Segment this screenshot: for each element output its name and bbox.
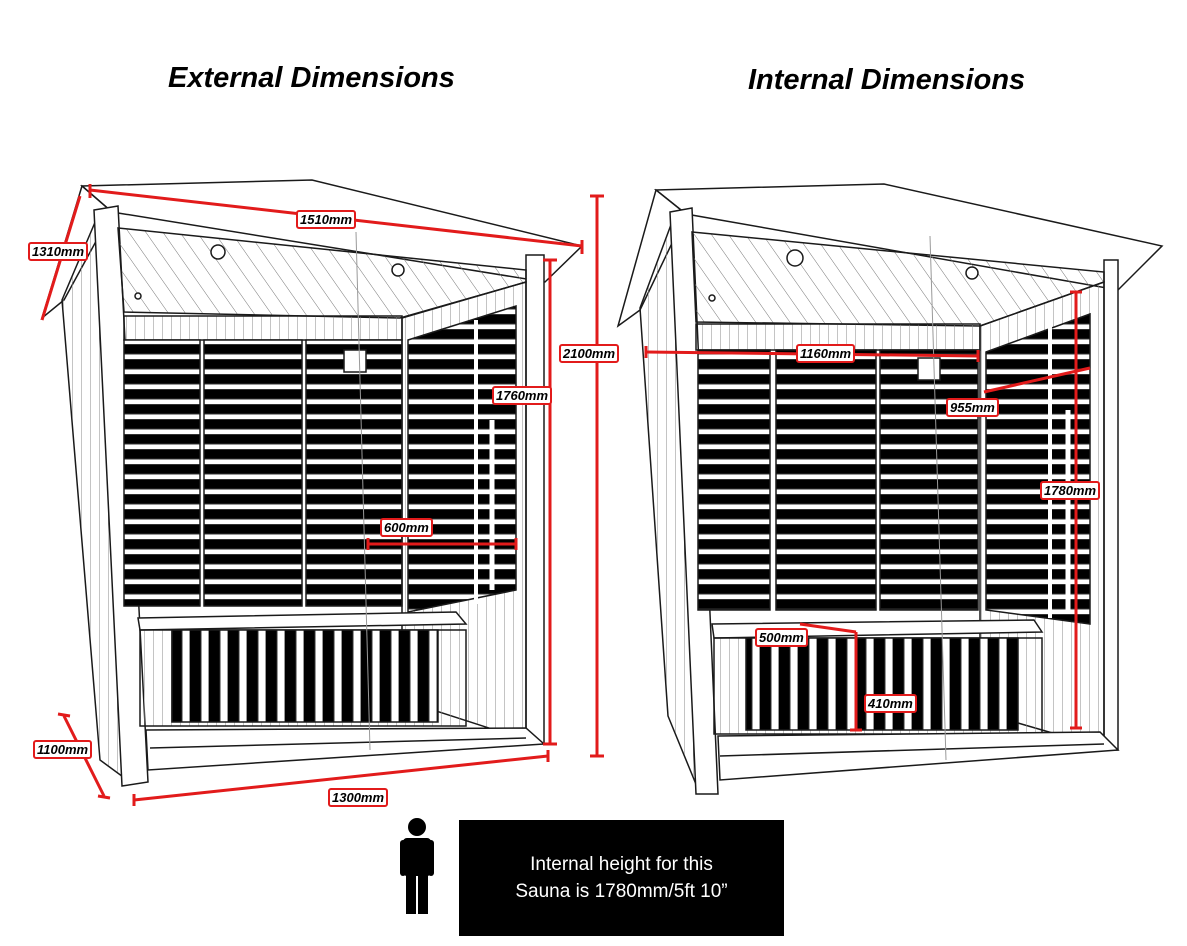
side-wall-panel bbox=[407, 304, 517, 613]
internal-sauna-drawing bbox=[616, 183, 1164, 795]
title-external-dimensions: External Dimensions bbox=[168, 62, 455, 94]
label-external-panel-height: 1760mm bbox=[492, 386, 553, 405]
ceiling-light bbox=[965, 266, 979, 280]
floor bbox=[717, 731, 1120, 781]
dim-line-base-width bbox=[133, 754, 549, 802]
ceiling-vent bbox=[134, 292, 142, 300]
ceiling-vent bbox=[708, 294, 716, 302]
internal-height-note: Internal height for this Sauna is 1780mm… bbox=[459, 820, 784, 936]
label-internal-width: 1160mm bbox=[796, 344, 856, 363]
back-wall-panel bbox=[879, 349, 979, 611]
label-internal-depth: 955mm bbox=[946, 398, 999, 417]
dim-line-internal-depth bbox=[983, 366, 1091, 394]
control-panel bbox=[917, 357, 941, 381]
ceiling-light bbox=[391, 263, 405, 277]
bench-slats bbox=[745, 637, 1019, 731]
ceiling-light bbox=[786, 249, 804, 267]
ceiling-light bbox=[210, 244, 226, 260]
label-external-total-height: 2100mm bbox=[559, 344, 620, 363]
bench-slats bbox=[171, 629, 439, 723]
back-wall-panel bbox=[775, 349, 877, 611]
bench-top bbox=[137, 611, 468, 631]
back-wall-panel bbox=[203, 339, 303, 607]
note-line-2: Sauna is 1780mm/5ft 10” bbox=[515, 881, 728, 902]
control-panel bbox=[343, 349, 367, 373]
front-post-left bbox=[669, 207, 719, 795]
dim-line-bench-depth bbox=[799, 622, 857, 634]
label-external-base-width: 1300mm bbox=[328, 788, 389, 807]
label-external-side-depth: 1310mm bbox=[28, 242, 89, 261]
front-post-right bbox=[1103, 259, 1119, 751]
person-silhouette-icon bbox=[400, 818, 434, 914]
label-bench-height: 410mm bbox=[864, 694, 917, 713]
back-wall-band bbox=[123, 315, 403, 341]
label-bench-depth: 500mm bbox=[755, 628, 808, 647]
dimension-lines bbox=[40, 184, 1091, 806]
note-line-1: Internal height for this bbox=[530, 854, 713, 875]
title-internal-dimensions: Internal Dimensions bbox=[748, 64, 1026, 96]
front-post-right bbox=[525, 254, 545, 744]
back-wall-panel bbox=[697, 349, 771, 611]
side-wall-panel bbox=[985, 312, 1091, 625]
back-wall-panel bbox=[123, 339, 201, 607]
label-external-width: 1510mm bbox=[296, 210, 357, 229]
label-external-base-depth: 1100mm bbox=[33, 740, 93, 759]
label-internal-height: 1780mm bbox=[1040, 481, 1101, 500]
back-wall-panel bbox=[305, 339, 403, 607]
external-sauna-drawing bbox=[40, 179, 584, 787]
front-post-left bbox=[93, 205, 149, 787]
label-external-side-panel-width: 600mm bbox=[380, 518, 433, 537]
